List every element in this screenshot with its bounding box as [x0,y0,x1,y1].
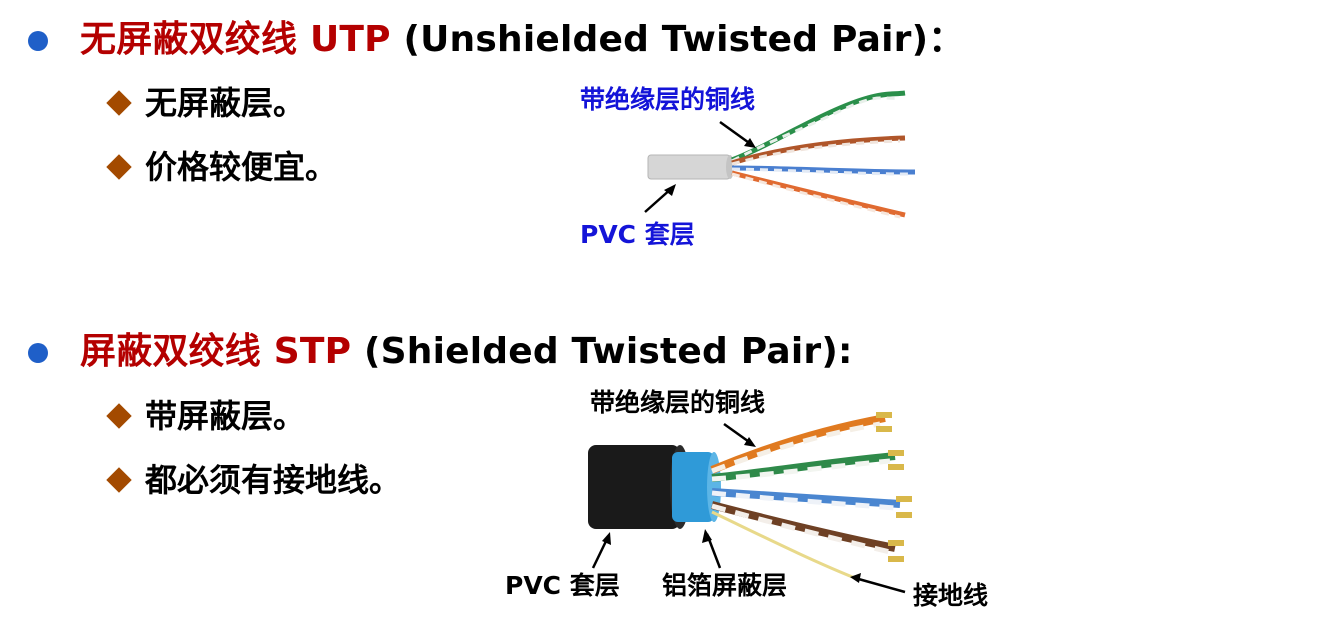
stp-label-ground: 接地线 [913,581,989,610]
stp-label-wire: 带绝缘层的铜线 [590,388,766,417]
utp-label-wire: 带绝缘层的铜线 [580,85,756,114]
utp-label-jacket: PVC 套层 [580,220,695,249]
stp-pvc-jacket [588,445,680,529]
stp-ground-wire [711,510,856,580]
stp-title-cn: 屏蔽双绞线 [80,331,262,372]
stp-foil-shield [672,452,714,522]
stp-label-foil: 铝箔屏蔽层 [662,571,788,600]
utp-heading: 无屏蔽双绞线 UTP (Unshielded Twisted Pair)： [80,22,964,58]
stp-title-en: (Shielded Twisted Pair) [363,331,838,372]
utp-title-abbr: UTP [309,19,391,60]
section-bullet-icon [28,343,48,363]
stp-heading: 屏蔽双绞线 STP (Shielded Twisted Pair): [80,334,853,370]
section-bullet-icon [28,31,48,51]
stp-label-jacket: PVC 套层 [505,571,620,600]
stp-point-2: 都必须有接地线。 [145,461,402,499]
stp-ground-arrow [854,576,906,594]
stp-title-abbr: STP [273,331,352,372]
stp-title-colon: : [837,331,853,372]
utp-title-en: (Unshielded Twisted Pair) [403,19,929,60]
utp-title-colon: ： [928,19,965,60]
utp-title-cn: 无屏蔽双绞线 [80,19,298,60]
utp-point-1: 无屏蔽层。 [145,84,306,122]
utp-wire-arrow [719,120,753,147]
utp-point-2: 价格较便宜。 [145,148,338,186]
stp-point-1: 带屏蔽层。 [145,397,306,435]
